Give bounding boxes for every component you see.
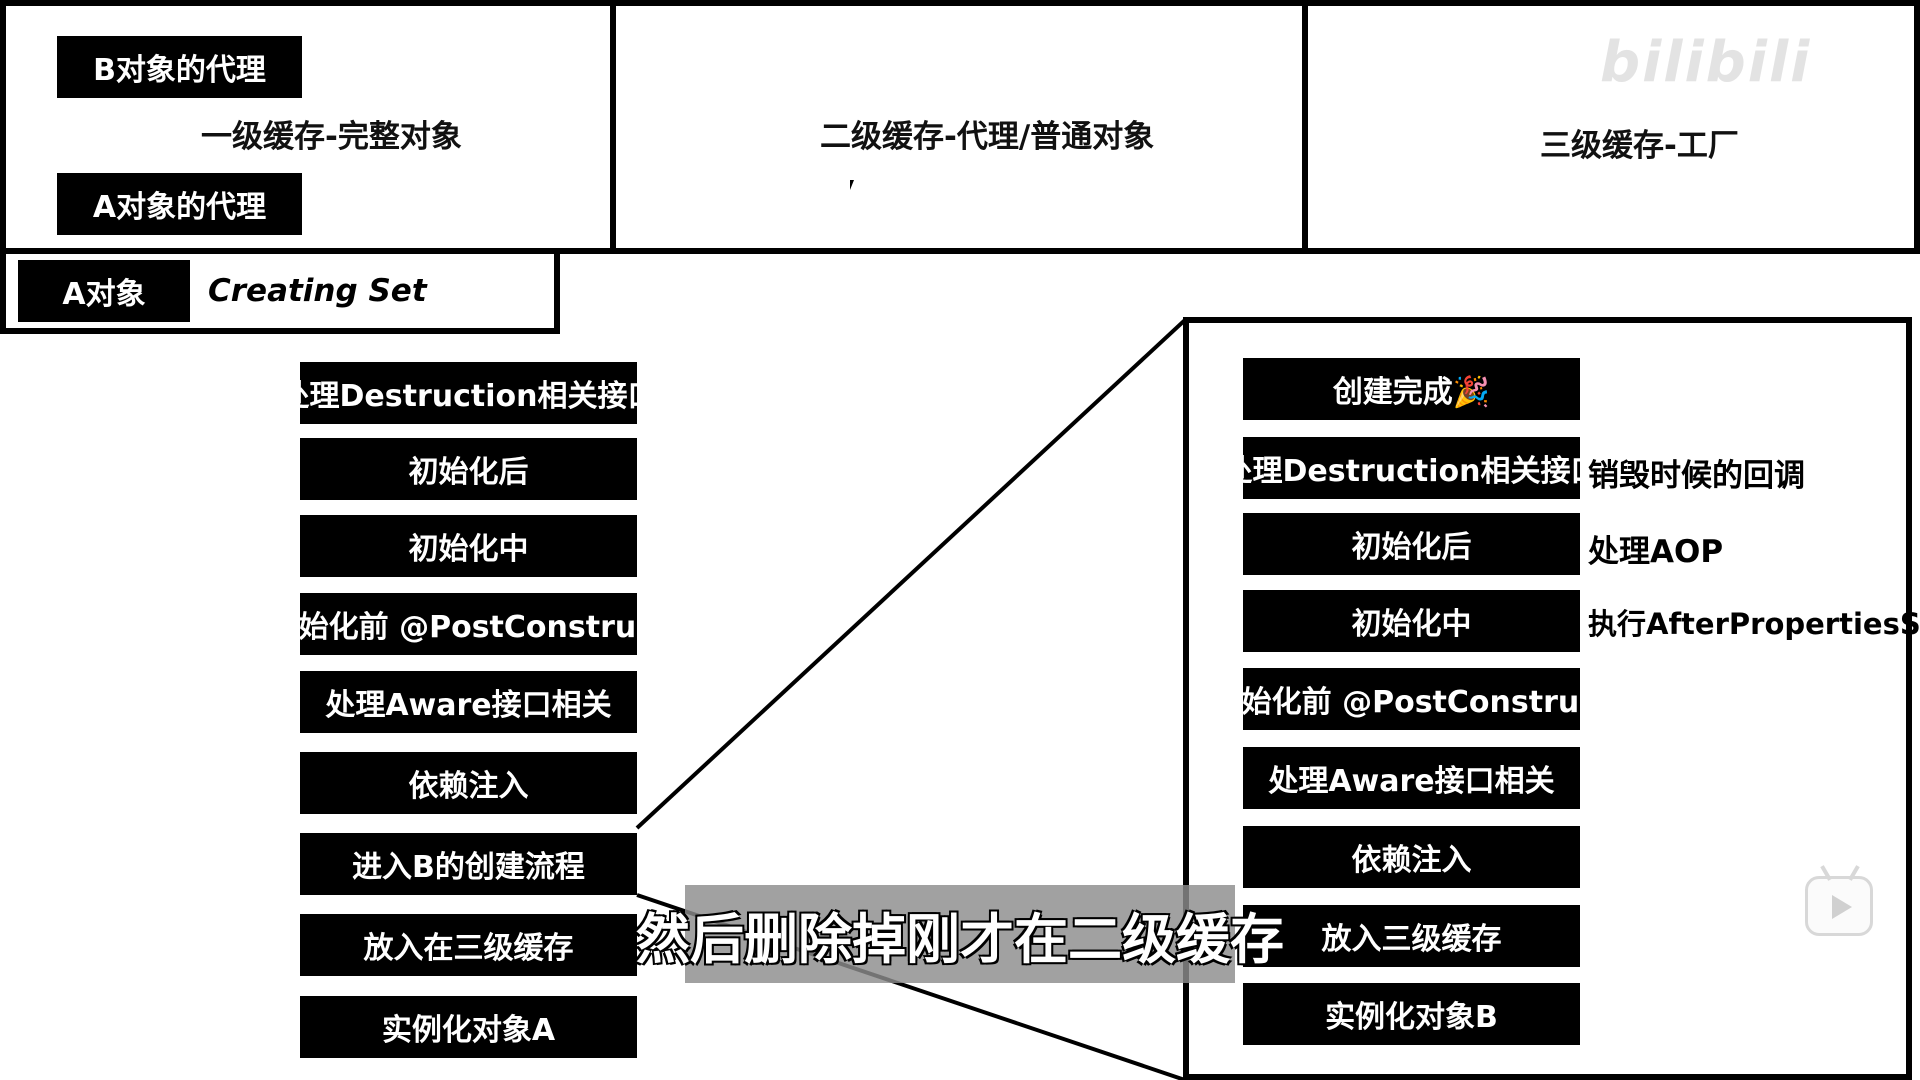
cache-l1-item-a-proxy: A对象的代理: [57, 173, 302, 235]
video-subtitle: 然后删除掉刚才在二级缓存: [636, 885, 1284, 983]
bilibili-watermark: bilibili: [1600, 30, 1812, 95]
flow-b-note-after-properties-set: 执行AfterPropertiesSet方法: [1588, 607, 1920, 641]
cache-l1-item-b-proxy: B对象的代理: [57, 36, 302, 98]
flow-b-step-after-init: 初始化后: [1243, 513, 1580, 575]
flow-b-note-destroy-callback: 销毁时候的回调: [1588, 458, 1805, 494]
cache-level-3-label: 三级缓存-工厂: [1540, 128, 1739, 164]
cache-level-1-label: 一级缓存-完整对象: [201, 119, 462, 155]
flow-b-step-before-init: 初始化前 @PostConstruct: [1212, 668, 1611, 730]
flow-a-step-enter-b-creation: 进入B的创建流程: [300, 833, 637, 895]
cache-level-2-panel: [610, 0, 1308, 254]
flow-a-step-instantiate-a: 实例化对象A: [300, 996, 637, 1058]
cache-level-2-label: 二级缓存-代理/普通对象: [820, 119, 1155, 155]
flow-b-step-complete: 创建完成🎉: [1243, 358, 1580, 420]
creating-set-label: Creating Set: [208, 273, 427, 309]
flow-b-step-aware: 处理Aware接口相关: [1243, 747, 1580, 809]
flow-a-step-after-init: 初始化后: [300, 438, 637, 500]
flow-a-step-destruction: 处理Destruction相关接口: [280, 362, 658, 424]
flow-b-step-dependency-injection: 依赖注入: [1243, 826, 1580, 888]
tv-play-icon[interactable]: [1805, 865, 1873, 936]
flow-a-step-put-third-cache: 放入在三级缓存: [300, 914, 637, 976]
flow-a-step-dependency-injection: 依赖注入: [300, 752, 637, 814]
flow-b-note-aop: 处理AOP: [1588, 534, 1724, 570]
flow-a-step-aware: 处理Aware接口相关: [300, 671, 637, 733]
cache-level-3-panel: [1302, 0, 1920, 254]
creating-set-item-a: A对象: [18, 260, 190, 322]
flow-b-step-instantiate-b: 实例化对象B: [1243, 983, 1580, 1045]
flow-b-step-put-third-cache: 放入三级缓存: [1243, 905, 1580, 967]
flow-b-step-during-init: 初始化中: [1243, 590, 1580, 652]
mouse-cursor-icon: [850, 180, 854, 190]
flow-a-step-during-init: 初始化中: [300, 515, 637, 577]
connector-top: [635, 318, 1187, 830]
flow-b-step-destruction: 处理Destruction相关接口: [1223, 437, 1601, 499]
flow-a-step-before-init: 初始化前 @PostConstruct: [269, 593, 668, 655]
